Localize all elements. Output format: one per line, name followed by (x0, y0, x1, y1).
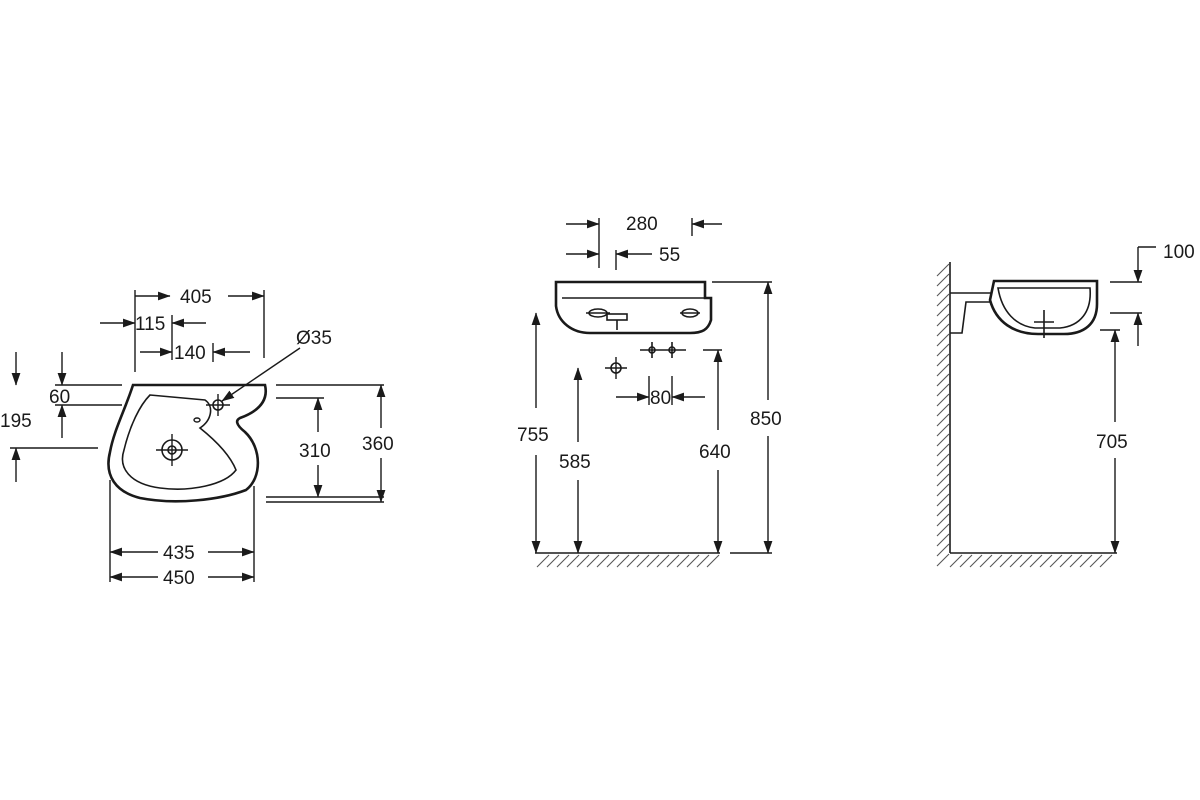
dim-60: 60 (49, 387, 70, 408)
overflow-icon (193, 417, 201, 423)
dim-705: 705 (1096, 432, 1128, 453)
dim-195: 195 (0, 411, 32, 432)
waste-point-icon (605, 357, 627, 379)
water-supply-icon (640, 342, 686, 358)
basin-side-bowl (997, 287, 1091, 329)
dim-755: 755 (517, 425, 549, 446)
dim-100: 100 (1163, 242, 1195, 263)
basin-top-outline (107, 383, 267, 503)
dim-850: 850 (750, 409, 782, 430)
dim-115: 115 (135, 314, 165, 335)
top-view: 405 115 140 Ø35 60 195 310 360 435 (0, 287, 394, 589)
floor-hatch (536, 554, 720, 568)
dim-280: 280 (626, 214, 658, 235)
wall-bracket (950, 292, 993, 334)
dim-140: 140 (174, 343, 206, 364)
dim-diameter-35: Ø35 (296, 328, 332, 349)
dim-435: 435 (163, 543, 195, 564)
dim-360: 360 (362, 434, 394, 455)
tap-hole-icon (206, 394, 230, 416)
dim-405: 405 (180, 287, 212, 308)
dim-310: 310 (299, 441, 331, 462)
side-view: 100 705 (936, 242, 1195, 568)
wall-hatch (936, 263, 950, 567)
side-floor-hatch (949, 554, 1113, 568)
dim-80: 80 (650, 388, 671, 409)
basin-front-outline (554, 280, 713, 335)
tap-fitting-icon (680, 308, 700, 318)
front-view: 280 55 755 585 80 640 850 (517, 214, 782, 568)
dim-640: 640 (699, 442, 731, 463)
basin-top-inner (121, 394, 237, 490)
drain-fitting-icon (586, 308, 628, 330)
dim-55: 55 (659, 245, 680, 266)
dim-450: 450 (163, 568, 195, 589)
drain-icon (156, 434, 188, 466)
dim-585: 585 (559, 452, 591, 473)
